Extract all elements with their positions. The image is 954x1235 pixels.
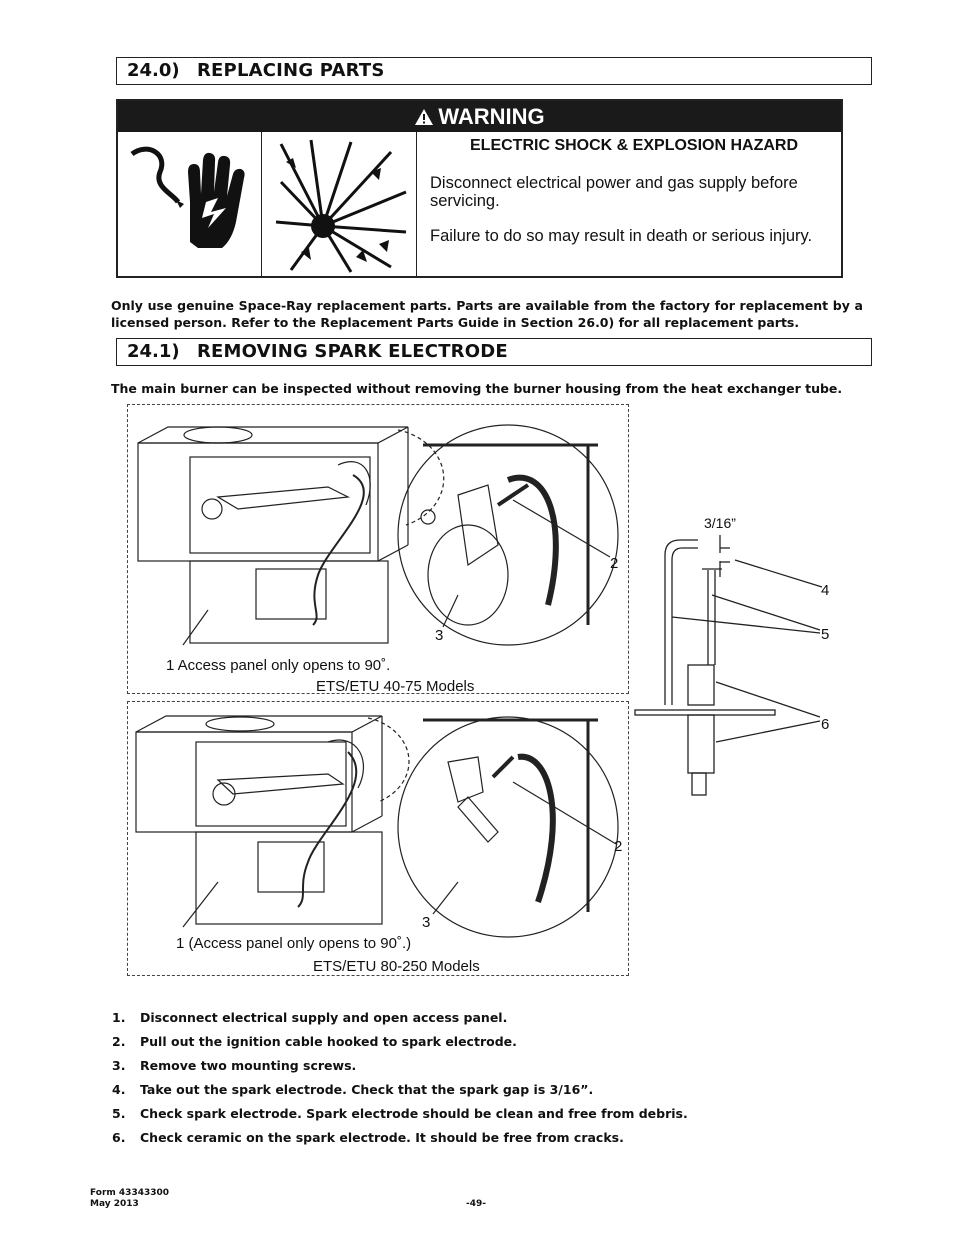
step-item: 2.Pull out the ignition cable hooked to … bbox=[112, 1034, 517, 1049]
step-item: 6.Check ceramic on the spark electrode. … bbox=[112, 1130, 624, 1145]
intro-paragraph: Only use genuine Space-Ray replacement p… bbox=[111, 298, 863, 330]
warning-line-1: Disconnect electrical power and gas supp… bbox=[430, 174, 798, 210]
callout-4: 4 bbox=[821, 582, 830, 599]
heater-illustration-bottom bbox=[135, 715, 619, 938]
step-item: 1.Disconnect electrical supply and open … bbox=[112, 1010, 508, 1025]
step-item: 4.Take out the spark electrode. Check th… bbox=[112, 1082, 594, 1097]
section-number: 24.1) bbox=[127, 341, 180, 362]
callout-1: 1 Access panel only opens to 90˚. bbox=[166, 657, 391, 674]
section-title: REPLACING PARTS bbox=[197, 60, 385, 81]
section-number: 24.0) bbox=[127, 60, 180, 81]
heater-illustration-top bbox=[137, 424, 619, 646]
explosion-icon bbox=[275, 139, 407, 273]
warning-line-2: Failure to do so may result in death or … bbox=[430, 227, 813, 245]
explosion-cell bbox=[261, 132, 417, 278]
section-intro: The main burner can be inspected without… bbox=[111, 381, 843, 396]
callout-3: 3 bbox=[422, 914, 431, 931]
section-title: REMOVING SPARK ELECTRODE bbox=[197, 341, 508, 362]
warning-header: WARNING bbox=[118, 101, 841, 132]
warning-box: WARNING ELECTRIC SH bbox=[116, 99, 843, 278]
figure-40-75-models: 2 3 1 Access panel only opens to 90˚. ET… bbox=[127, 404, 629, 695]
callout-5: 5 bbox=[821, 626, 830, 643]
callout-6: 6 bbox=[821, 716, 830, 733]
shock-cell bbox=[118, 132, 262, 278]
spark-electrode-diagram: 3/16” 4 5 6 bbox=[630, 505, 840, 805]
callout-3: 3 bbox=[435, 627, 444, 644]
step-item: 3.Remove two mounting screws. bbox=[112, 1058, 357, 1073]
callout-2: 2 bbox=[614, 838, 623, 855]
callout-2: 2 bbox=[610, 555, 619, 572]
step-item: 5.Check spark electrode. Spark electrode… bbox=[112, 1106, 688, 1121]
figure-caption: ETS/ETU 40-75 Models bbox=[316, 678, 475, 695]
footer-form: Form 43343300 May 2013 bbox=[90, 1188, 170, 1209]
section-heading-24-1: 24.1) REMOVING SPARK ELECTRODE bbox=[116, 338, 872, 366]
hazard-title: ELECTRIC SHOCK & EXPLOSION HAZARD bbox=[470, 137, 799, 154]
warning-triangle-icon bbox=[414, 103, 434, 134]
figure-caption: ETS/ETU 80-250 Models bbox=[313, 958, 480, 975]
section-heading-24-0: 24.0) REPLACING PARTS bbox=[116, 57, 872, 85]
callout-1: 1 (Access panel only opens to 90˚.) bbox=[176, 935, 412, 952]
page-number: -49- bbox=[466, 1199, 486, 1209]
spark-electrode-illustration bbox=[634, 535, 823, 796]
gap-dimension: 3/16” bbox=[704, 515, 736, 531]
figure-80-250-models: 2 3 1 (Access panel only opens to 90˚.) … bbox=[127, 701, 629, 976]
warning-header-text: WARNING bbox=[438, 104, 545, 129]
electric-shock-hand-icon bbox=[130, 146, 245, 248]
